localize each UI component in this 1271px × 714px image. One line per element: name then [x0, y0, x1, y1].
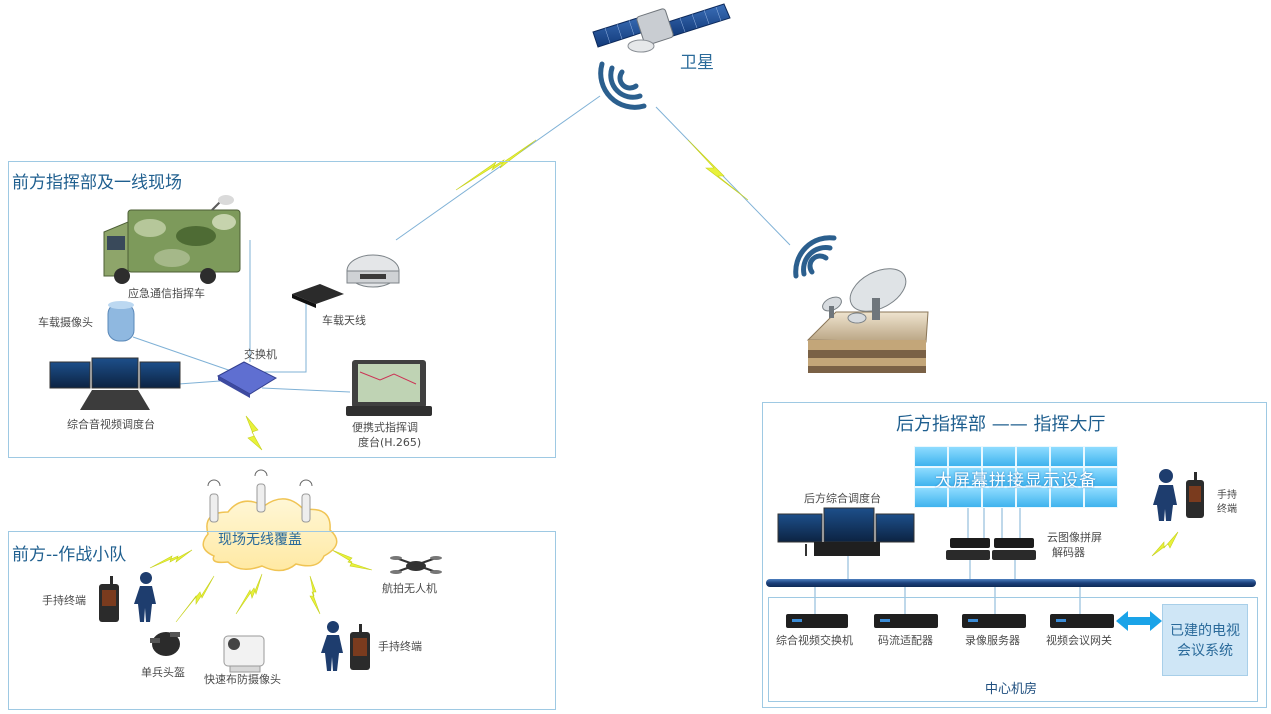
- video-wall: 大屏幕拼接显示设备: [914, 446, 1118, 508]
- bidirectional-arrow-icon: [1116, 611, 1162, 631]
- vehicle-camera-label: 车载摄像头: [38, 316, 93, 329]
- device-label-recorder: 录像服务器: [965, 634, 1020, 647]
- person-icon: [134, 572, 156, 622]
- decoder-icon: [946, 538, 1036, 560]
- ground-station-icon: [806, 268, 929, 373]
- device-label-gateway: 视频会议网关: [1046, 634, 1112, 647]
- satellite-icon: [592, 3, 731, 53]
- wireless-link-bolts: [149, 139, 1179, 623]
- access-point-icon: [209, 483, 311, 523]
- existing-system-line-2: 会议系统: [1177, 643, 1233, 659]
- handheld-terminal-icon: [1186, 472, 1204, 518]
- existing-system-line-1: 已建的电视: [1170, 623, 1240, 639]
- handheld-left-label: 手持终端: [42, 594, 86, 607]
- helmet-label: 单兵头盔: [141, 666, 185, 679]
- decoder-label-1: 云图像拼屏: [1047, 531, 1102, 544]
- device-label-switch: 综合视频交换机: [776, 634, 853, 647]
- drone-label: 航拍无人机: [382, 582, 437, 595]
- portable-console-icon: [346, 360, 432, 416]
- av-console-icon: [49, 357, 181, 410]
- wireless-coverage-label: 现场无线覆盖: [218, 532, 302, 548]
- handheld-right-label: 手持终端: [378, 640, 422, 653]
- machine-room-frame: [768, 597, 1258, 702]
- switch-label: 交换机: [244, 348, 277, 361]
- machine-room-title: 中心机房: [985, 682, 1038, 697]
- device-label-adapter: 码流适配器: [878, 634, 933, 647]
- drone-icon: [390, 556, 442, 574]
- rack-server-icon: [786, 614, 1114, 628]
- rear-console-label: 后方综合调度台: [804, 492, 881, 505]
- front-team-title: 前方--作战小队: [12, 545, 127, 565]
- existing-conference-system: 已建的电视 会议系统: [1162, 604, 1248, 676]
- vehicle-camera-icon: [107, 301, 135, 342]
- person-icon: [321, 621, 343, 671]
- rear-command-title: 后方指挥部 —— 指挥大厅: [896, 414, 1106, 435]
- access-point-signal-icon: [207, 469, 313, 487]
- soldier-helmet-icon: [150, 632, 180, 656]
- command-vehicle-icon: [103, 195, 241, 284]
- handheld-terminal-icon: [350, 624, 370, 670]
- av-console-label: 综合音视频调度台: [67, 418, 155, 431]
- handheld-terminal-icon: [99, 576, 119, 622]
- rapid-camera-label: 快速布防摄像头: [204, 673, 281, 686]
- vehicle-label: 应急通信指挥车: [128, 287, 205, 300]
- backbone-bus: [766, 579, 1256, 587]
- person-icon: [1153, 469, 1177, 521]
- rear-handheld-label-1: 手持: [1217, 490, 1237, 501]
- connection-lines: [132, 95, 1081, 615]
- portable-console-label-1: 便携式指挥调: [352, 421, 418, 434]
- video-wall-label: 大屏幕拼接显示设备: [935, 471, 1097, 491]
- vehicle-antenna-label: 车载天线: [322, 314, 366, 327]
- signal-waves-icon: [793, 235, 837, 279]
- rear-console-icon: [777, 507, 915, 556]
- satellite-label: 卫星: [680, 53, 714, 73]
- network-switch-icon: [216, 361, 278, 398]
- rear-handheld-label-2: 终端: [1217, 504, 1237, 515]
- portable-console-label-2: 度台(H.265): [358, 436, 422, 449]
- modem-icon: [292, 284, 344, 308]
- front-team-frame: [8, 531, 556, 710]
- rear-command-frame: [762, 402, 1267, 708]
- signal-waves-icon: [598, 61, 647, 110]
- vehicle-antenna-icon: [346, 254, 400, 288]
- decoder-label-2: 解码器: [1052, 546, 1085, 559]
- front-command-title: 前方指挥部及一线现场: [12, 173, 182, 193]
- rapid-deploy-camera-icon: [223, 635, 265, 673]
- front-command-frame: [8, 161, 556, 458]
